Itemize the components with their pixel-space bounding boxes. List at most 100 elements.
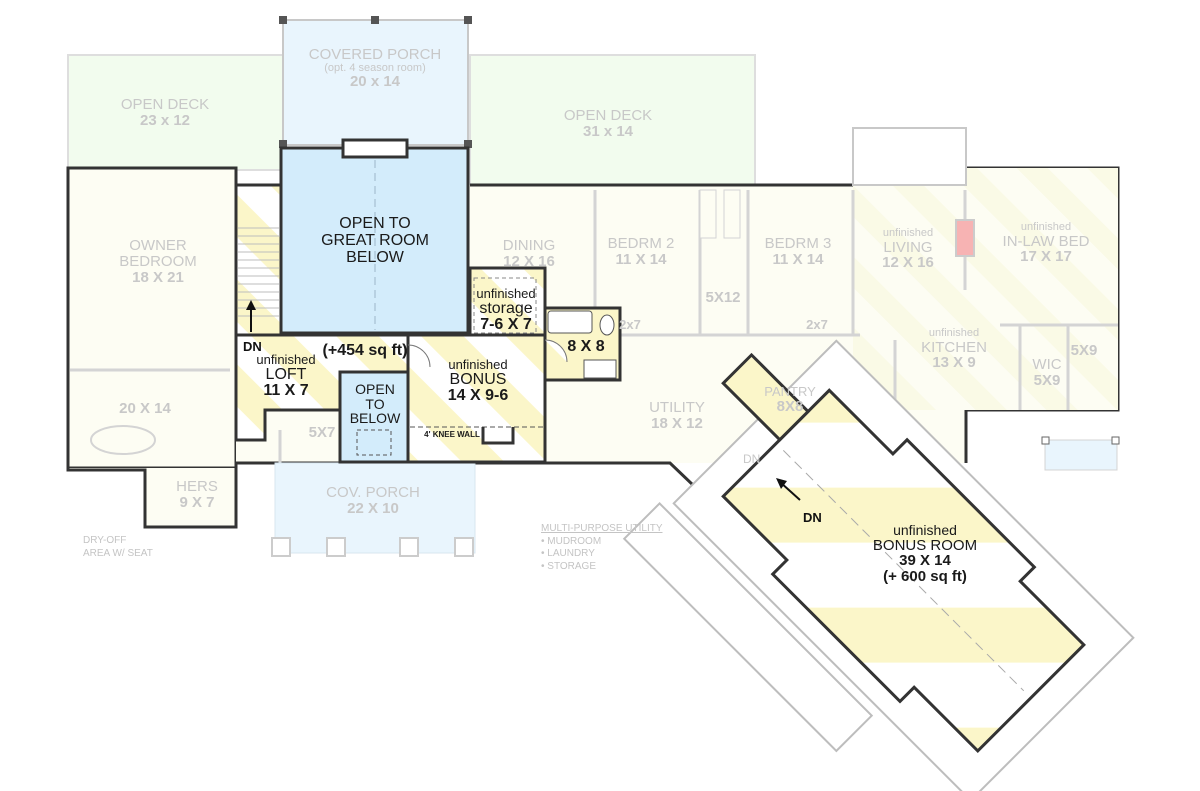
open-deck-left-label: OPEN DECK 23 x 12 [121, 97, 209, 129]
room-name: UTILITY [649, 399, 705, 416]
room-name: OPEN DECK [120, 96, 210, 113]
bath-5x12-label: 5X12 [705, 289, 741, 306]
bedrm-3-label: BEDRM 3 11 X 14 [765, 236, 832, 268]
room-dim: 17 X 17 [1020, 248, 1072, 266]
room-dim: 11 X 14 [615, 250, 667, 268]
room-name: COV. PORCH [326, 484, 420, 501]
loft-label: unfinished LOFT 11 X 7 [256, 353, 315, 400]
storage-area [468, 266, 547, 337]
label-line: OPEN [355, 381, 395, 397]
open-to-below-label: OPEN TO BELOW [350, 382, 401, 426]
living-label: unfinished LIVING 12 X 16 [882, 227, 934, 272]
cov-porch-bottom-area [271, 462, 476, 557]
room-pre: unfinished [1020, 221, 1072, 233]
dining-label: DINING 12 X 16 [503, 238, 556, 270]
note-item: • MUDROOM [541, 535, 602, 547]
label-line: OPEN TO [339, 215, 411, 232]
closet-2x7-b-label: 2x7 [806, 317, 828, 332]
in-law-bed-label: unfinished IN-LAW BED 17 X 17 [1002, 221, 1090, 266]
hers-label: HERS 9 X 7 [176, 479, 218, 511]
room-dim: 8X8 [776, 397, 804, 415]
bonus-room-area [622, 339, 1135, 791]
bonus-label: unfinished BONUS 14 X 9-6 [448, 358, 508, 405]
room-pre: unfinished [476, 286, 536, 301]
bonus-room-label: unfinished BONUS ROOM 39 X 14 (+ 600 sq … [873, 523, 977, 585]
room-name: OPEN DECK [563, 107, 653, 124]
closet-2x7-a-label: 2x7 [619, 317, 641, 332]
covered-porch-area [279, 16, 472, 148]
room-name: BONUS ROOM [872, 536, 978, 554]
room-pre: unfinished [928, 327, 980, 339]
room-dim: 22 X 10 [347, 499, 399, 517]
label-line: TO [365, 395, 385, 412]
in-law-bath-label: 5X9 [1070, 342, 1098, 359]
room-name: BONUS [449, 370, 507, 388]
hall-bath-label: 5X7 [308, 424, 336, 441]
loft-area-label: (+454 sq ft) [322, 342, 408, 359]
note-line: AREA W/ SEAT [83, 547, 153, 559]
room-name: DINING [502, 237, 556, 254]
open-to-below-area [338, 370, 410, 464]
room-dim: 14 X 9-6 [447, 387, 509, 405]
multi-purpose-utility-note: MULTI-PURPOSE UTILITY • MUDROOM • LAUNDR… [541, 523, 663, 573]
covered-porch-label: COVERED PORCH (opt. 4 season room) 20 x … [309, 47, 442, 90]
room-name: HERS [176, 478, 218, 495]
stair-and-loft-area [234, 183, 410, 442]
owner-bedroom-label: OWNER BEDROOM 18 X 21 [119, 238, 197, 285]
room-dim: 11 X 14 [772, 250, 824, 268]
room-dim: 39 X 14 [899, 552, 951, 570]
room-name: OWNER [129, 237, 187, 254]
room-dim: 11 X 7 [263, 382, 309, 400]
knee-wall-note: 4' KNEE WALL [424, 430, 480, 439]
room-name: LIVING [883, 238, 933, 256]
label-line: GREAT ROOM [321, 231, 429, 249]
storage-label: unfinished storage 7-6 X 7 [476, 287, 535, 334]
kitchen-label: unfinished KITCHEN 13 X 9 [921, 327, 987, 372]
room-dim: 9 X 7 [179, 493, 215, 511]
bath-8x8-area [543, 306, 622, 382]
room-dim: 12 X 16 [503, 252, 555, 270]
room-pre: unfinished [448, 357, 508, 372]
room-dim: 12 X 16 [882, 254, 934, 272]
room-area: (+ 600 sq ft) [883, 568, 967, 586]
cov-porch-label: COV. PORCH 22 X 10 [326, 485, 420, 517]
utility-stair-down-label: DN [743, 452, 761, 466]
room-name: BEDRM 2 [607, 235, 675, 252]
room-dim: 18 X 12 [651, 414, 703, 432]
bonus-stair-down-label: DN [803, 510, 822, 525]
room-name: storage [479, 299, 533, 317]
owner-bath-label: 20 X 14 [119, 400, 171, 417]
room-name: WIC [1032, 356, 1062, 373]
bath-8x8-label: 8 X 8 [567, 338, 605, 355]
room-name: PANTRY [764, 384, 816, 399]
room-name: IN-LAW BED [1002, 232, 1090, 250]
room-dim: 31 x 14 [582, 122, 634, 140]
note-line: DRY-OFF [83, 535, 127, 546]
note-item: • STORAGE [541, 560, 596, 572]
room-pre: unfinished [893, 522, 957, 538]
note-heading: MULTI-PURPOSE UTILITY [541, 523, 663, 534]
pantry-label: PANTRY 8X8 [764, 385, 816, 414]
open-deck-right-label: OPEN DECK 31 x 14 [564, 108, 652, 140]
open-to-great-room-area [279, 138, 470, 335]
room-name: LOFT [265, 365, 307, 383]
bonus-stair-arrow [776, 478, 801, 501]
room-name: COVERED PORCH [308, 46, 442, 63]
room-pre: unfinished [256, 352, 316, 367]
room-dim: 13 X 9 [932, 354, 976, 372]
room-dim: 5X9 [1033, 371, 1061, 389]
open-deck-right-area [469, 54, 756, 186]
room-pre: unfinished [882, 227, 934, 239]
room-name: KITCHEN [921, 338, 987, 356]
open-deck-left-area [67, 54, 284, 171]
bedrm-2-label: BEDRM 2 11 X 14 [608, 236, 675, 268]
room-dim: 18 X 21 [132, 268, 184, 286]
label-line: BELOW [349, 410, 401, 427]
note-item: • LAUNDRY [541, 548, 595, 559]
room-name: BEDRM 3 [764, 235, 832, 252]
open-to-great-room-label: OPEN TO GREAT ROOM BELOW [321, 215, 429, 266]
stair-down-label: DN [243, 339, 262, 354]
label-line: BELOW [346, 248, 404, 266]
wic-label: WIC 5X9 [1032, 357, 1061, 389]
